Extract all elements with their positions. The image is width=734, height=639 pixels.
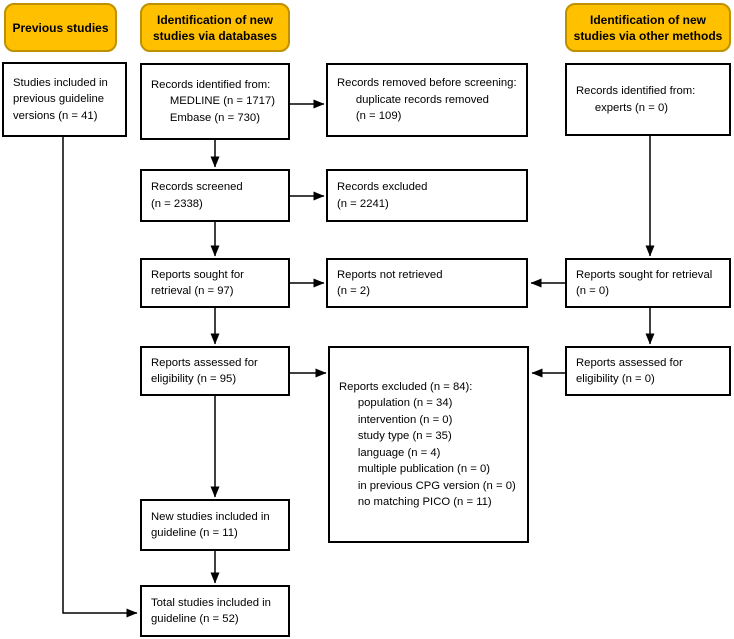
box-records-identified-experts: Records identified from: experts (n = 0)	[565, 63, 731, 136]
arrow-previous-to-total	[62, 137, 138, 618]
box-reports-sought-retrieval: Reports sought for retrieval (n = 97)	[140, 258, 290, 308]
box-records-screened: Records screened (n = 2338)	[140, 169, 290, 222]
box-records-identified-label: Records identified from: MEDLINE (n = 17…	[151, 78, 276, 124]
box-reports-not-retrieved: Reports not retrieved (n = 2)	[326, 258, 528, 308]
header-identification-databases: Identification of new studies via databa…	[140, 3, 290, 52]
box-records-screened-label: Records screened (n = 2338)	[151, 181, 243, 210]
box-reports-assessed-eligibility: Reports assessed for eligibility (n = 95…	[140, 346, 290, 396]
box-reports-assessed-eligibility-other-label: Reports assessed for eligibility (n = 0)	[576, 356, 683, 386]
box-total-studies-included-label: Total studies included in guideline (n =…	[151, 596, 271, 626]
box-reports-sought-retrieval-label: Reports sought for retrieval (n = 97)	[151, 268, 244, 298]
box-reports-sought-retrieval-other: Reports sought for retrieval (n = 0)	[565, 258, 731, 308]
box-previous-studies-included-label: Studies included in previous guideline v…	[13, 76, 108, 122]
box-records-excluded-label: Records excluded (n = 2241)	[337, 181, 428, 210]
box-records-removed-label: Records removed before screening: duplic…	[337, 77, 517, 123]
box-reports-sought-retrieval-other-label: Reports sought for retrieval (n = 0)	[576, 268, 713, 298]
box-records-identified-experts-label: Records identified from: experts (n = 0)	[576, 85, 696, 114]
box-records-identified: Records identified from: MEDLINE (n = 17…	[140, 63, 290, 140]
box-new-studies-included-label: New studies included in guideline (n = 1…	[151, 510, 270, 540]
box-new-studies-included: New studies included in guideline (n = 1…	[140, 499, 290, 551]
box-reports-excluded-detail-label: Reports excluded (n = 84): population (n…	[339, 380, 516, 509]
box-reports-assessed-eligibility-other: Reports assessed for eligibility (n = 0)	[565, 346, 731, 396]
header-previous-studies: Previous studies	[4, 3, 117, 52]
box-total-studies-included: Total studies included in guideline (n =…	[140, 585, 290, 637]
box-reports-excluded-detail: Reports excluded (n = 84): population (n…	[328, 346, 529, 543]
box-reports-assessed-eligibility-label: Reports assessed for eligibility (n = 95…	[151, 356, 258, 386]
box-records-excluded: Records excluded (n = 2241)	[326, 169, 528, 222]
box-previous-studies-included: Studies included in previous guideline v…	[2, 62, 127, 137]
box-reports-not-retrieved-label: Reports not retrieved (n = 2)	[337, 268, 443, 298]
box-records-removed: Records removed before screening: duplic…	[326, 63, 528, 137]
header-identification-other-methods: Identification of new studies via other …	[565, 3, 731, 52]
